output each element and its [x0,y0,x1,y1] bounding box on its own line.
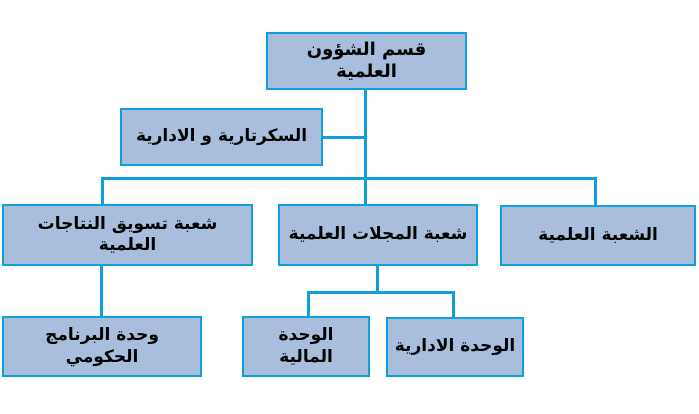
node-journals-division-label: شعبة المجلات العلمية [288,224,468,245]
node-government-program-unit-label: وحدة البرنامج الحكومي [45,325,159,367]
node-administrative-unit-label: الوحدة الادارية [394,336,516,357]
node-marketing-division: شعبة تسويق النتاجات العلمية [2,204,253,266]
node-scientific-division-label: الشعبة العلمية [538,224,658,245]
connector-marketing-down [100,266,103,317]
connector-department-down [364,90,367,205]
connector-journals-down [376,266,379,294]
node-department: قسم الشؤون العلمية [266,32,467,90]
node-administrative-unit: الوحدة الادارية [386,317,524,377]
node-marketing-division-label: شعبة تسويق النتاجات العلمية [37,213,218,255]
node-department-label: قسم الشؤون العلمية [306,38,427,83]
node-financial-unit-label: الوحدة المالية [278,325,334,367]
node-scientific-division: الشعبة العلمية [500,205,696,266]
connector-financial-drop [307,291,310,317]
connector-secretariat-horizontal [323,136,367,139]
node-journals-division: شعبة المجلات العلمية [278,204,478,266]
connector-marketing-drop [101,177,104,205]
node-government-program-unit: وحدة البرنامج الحكومي [2,316,202,377]
connector-scientific-drop [594,177,597,206]
connector-level3-distribution [101,177,597,180]
connector-units-distribution [307,291,455,294]
node-secretariat: السكرتارية و الادارية [120,108,323,166]
node-financial-unit: الوحدة المالية [242,316,370,377]
connector-administrative-drop [452,291,455,318]
node-secretariat-label: السكرتارية و الادارية [135,126,308,147]
